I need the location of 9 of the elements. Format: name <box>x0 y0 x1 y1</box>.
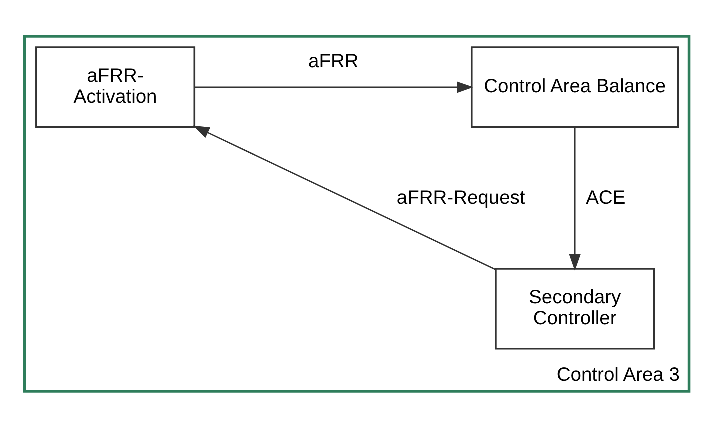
edge-label: aFRR-Request <box>396 188 526 209</box>
arrow <box>193 126 496 270</box>
arrow <box>569 127 581 272</box>
arrow <box>195 82 474 94</box>
node-box: aFRR-Activation <box>36 46 196 128</box>
node-box: Control Area Balance <box>471 46 680 128</box>
node-box: Secondary Controller <box>495 268 656 350</box>
edge-label: ACE <box>586 188 626 209</box>
edge-label: aFRR <box>308 52 359 73</box>
